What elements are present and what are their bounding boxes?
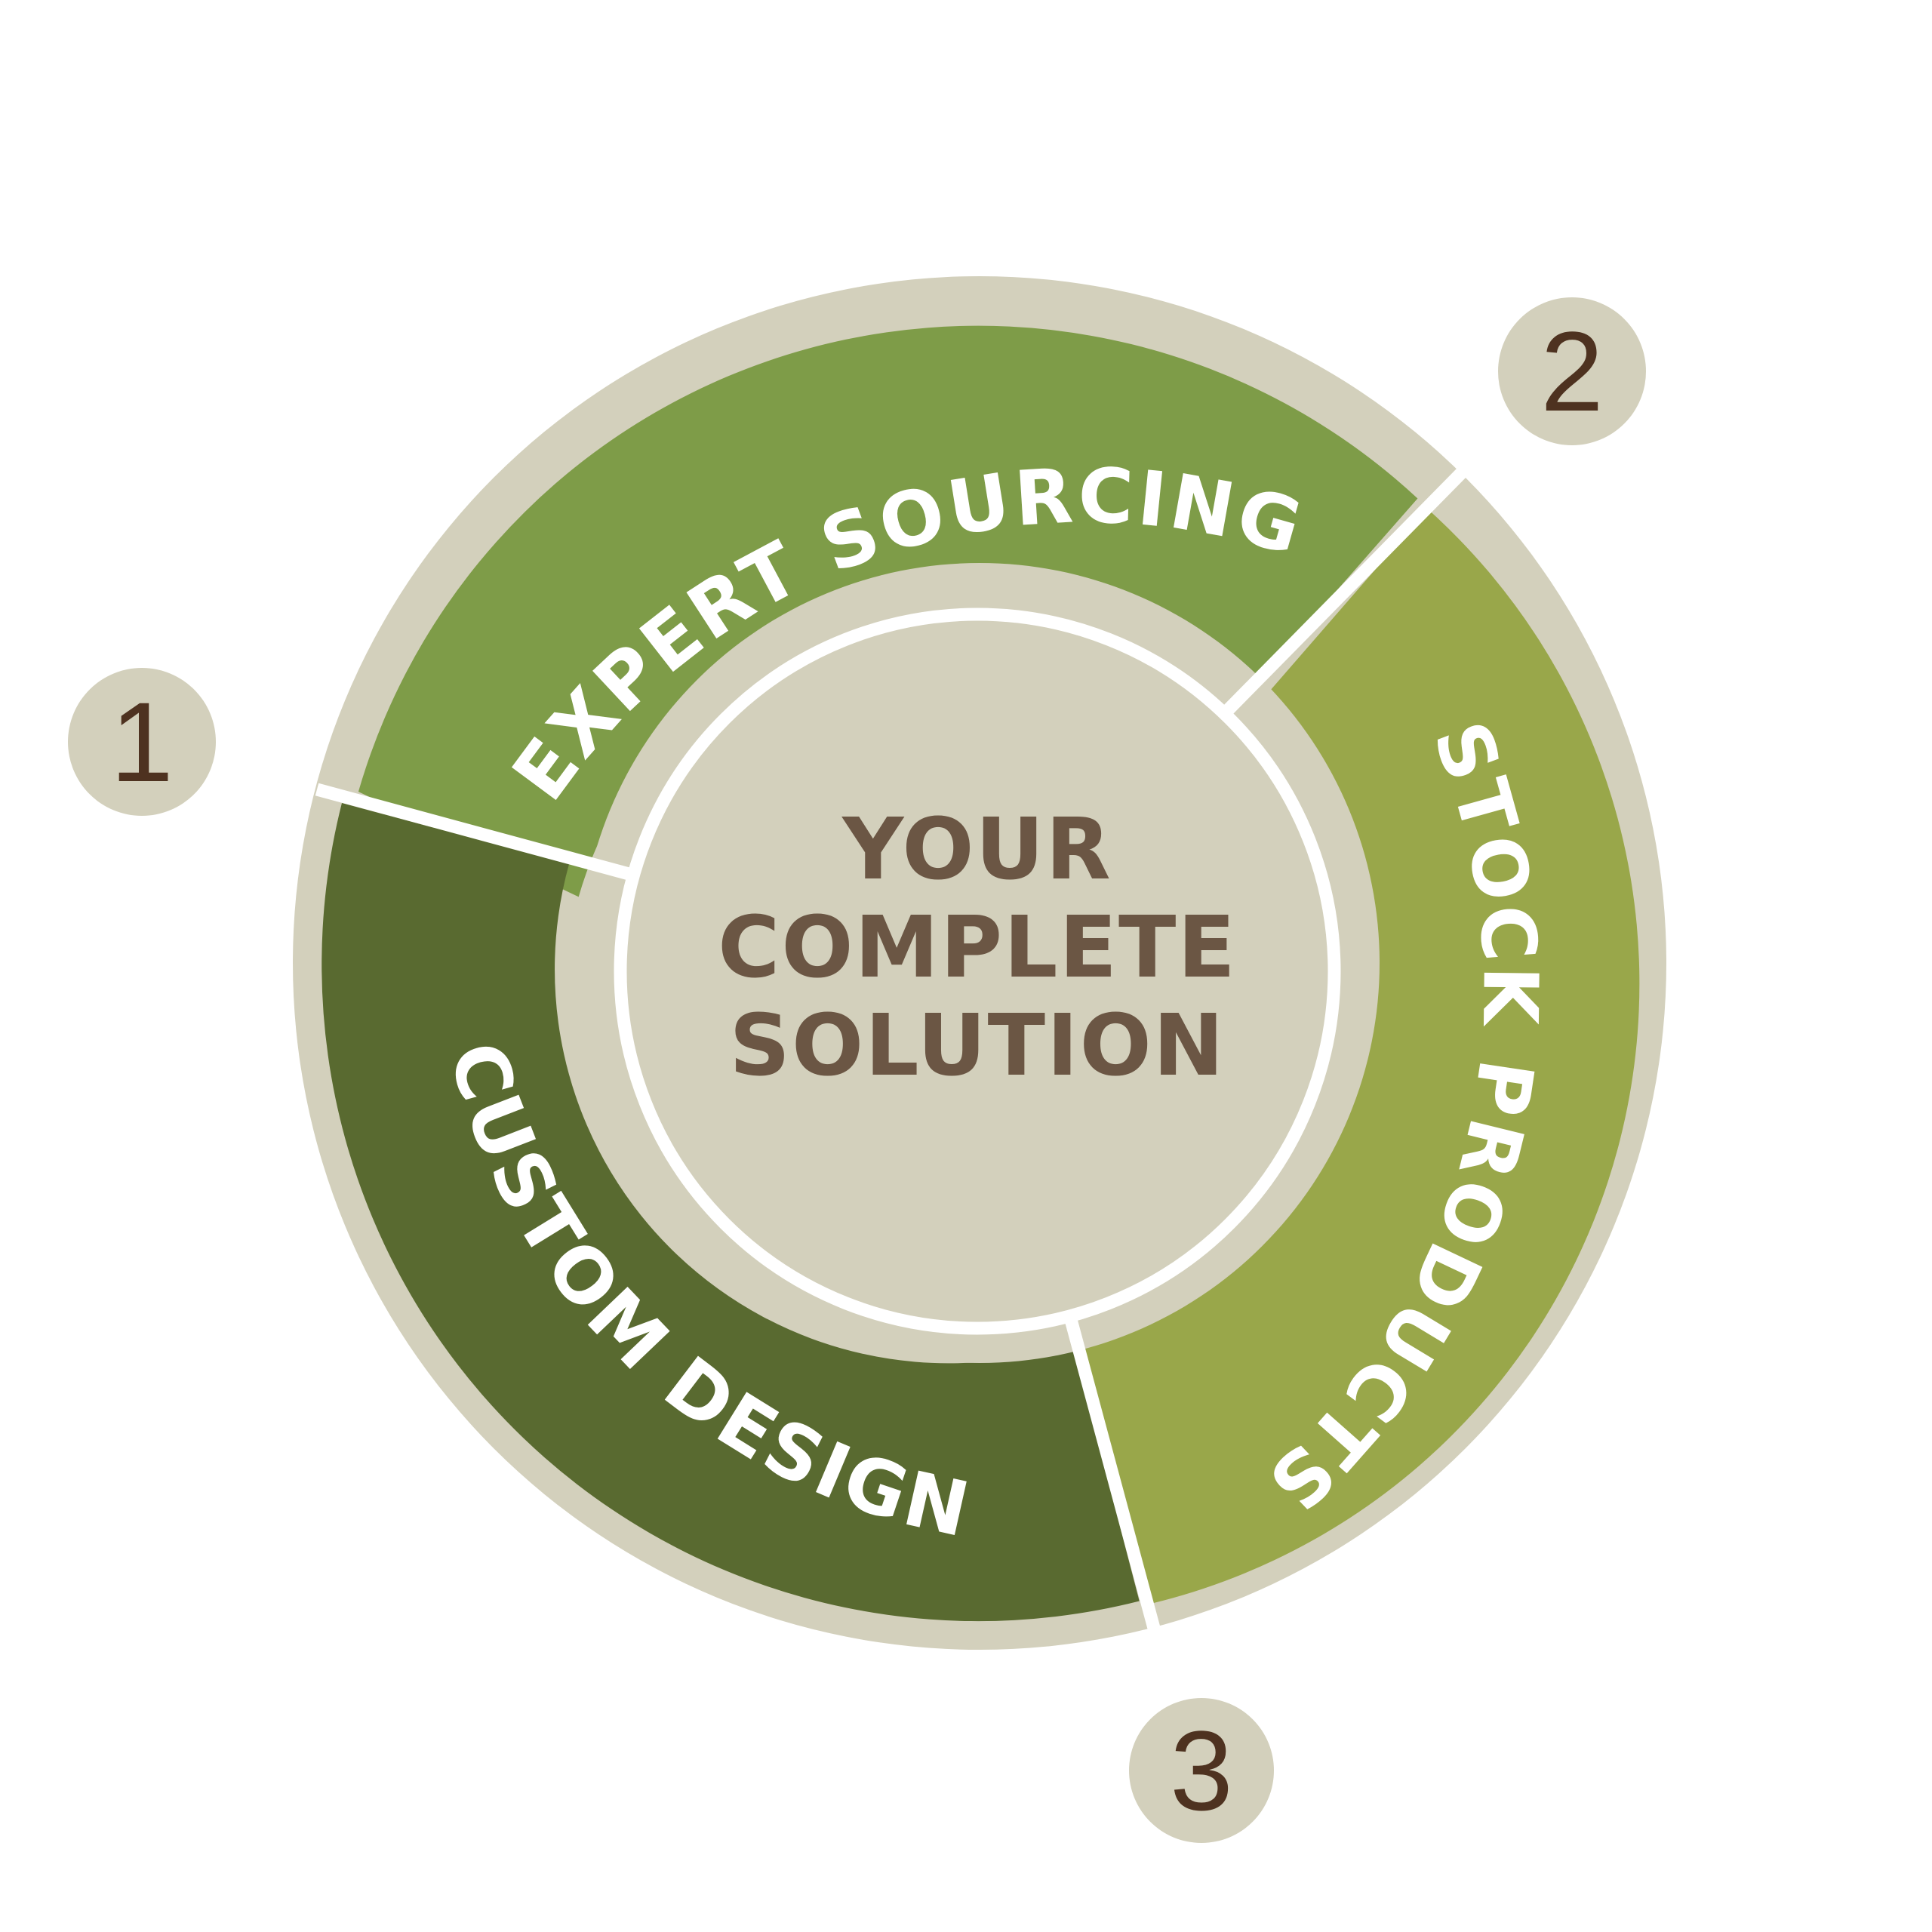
number-badge-1-circle [68,668,216,816]
divider-3-1 [315,783,634,881]
center-circle [614,608,1341,1335]
dividers [315,466,1469,1633]
center-line-2: COMPLETE [718,899,1237,997]
number-badge-2-circle [1498,297,1646,445]
number-badge-1-text: 1 [110,678,173,805]
number-badge-3-circle [1129,1698,1274,1843]
divider-2-3 [1063,1315,1161,1633]
center-title: YOUR COMPLETE SOLUTION [718,801,1237,1095]
number-badge-1: 1 [68,668,216,816]
number-badge-2: 2 [1498,297,1646,445]
number-badge-3-text: 3 [1170,1707,1232,1834]
number-badge-3: 3 [1129,1698,1274,1843]
number-badge-2-text: 2 [1540,308,1603,435]
segment-custom-design[interactable] [321,803,1140,1622]
divider-1-2 [1220,466,1469,718]
center-line-3: SOLUTION [729,997,1225,1095]
center-line-1: YOUR [841,801,1112,899]
